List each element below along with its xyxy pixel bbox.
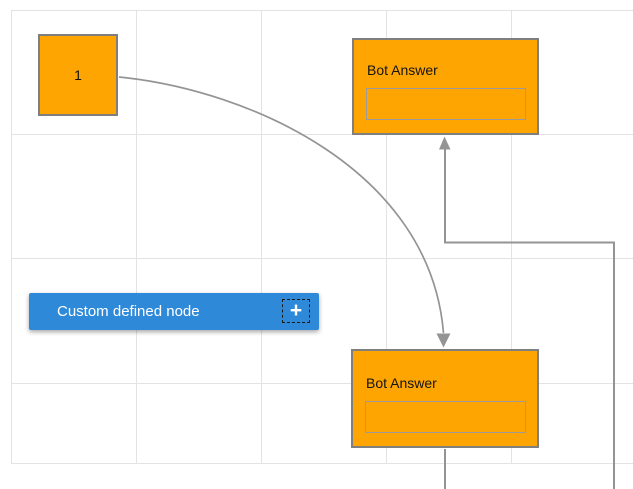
- start-node[interactable]: 1: [38, 34, 118, 116]
- bot-answer-title: Bot Answer: [367, 62, 438, 78]
- bot-answer-title: Bot Answer: [366, 375, 437, 391]
- bot-answer-input[interactable]: [365, 401, 526, 433]
- custom-defined-node[interactable]: Custom defined node +: [29, 293, 319, 330]
- add-node-button[interactable]: +: [282, 299, 310, 323]
- orthogonal-connector[interactable]: [444, 149, 615, 489]
- custom-node-label: Custom defined node: [57, 303, 200, 320]
- bot-answer-input[interactable]: [366, 88, 526, 120]
- bot-answer-node-bottom[interactable]: Bot Answer: [351, 349, 539, 448]
- curved-connector-arrowhead: [436, 333, 451, 348]
- curved-connector[interactable]: [118, 76, 445, 334]
- orthogonal-connector-arrowhead: [439, 136, 451, 150]
- bot-answer-node-top[interactable]: Bot Answer: [352, 38, 539, 135]
- start-node-label: 1: [74, 67, 82, 83]
- plus-icon: +: [289, 298, 303, 322]
